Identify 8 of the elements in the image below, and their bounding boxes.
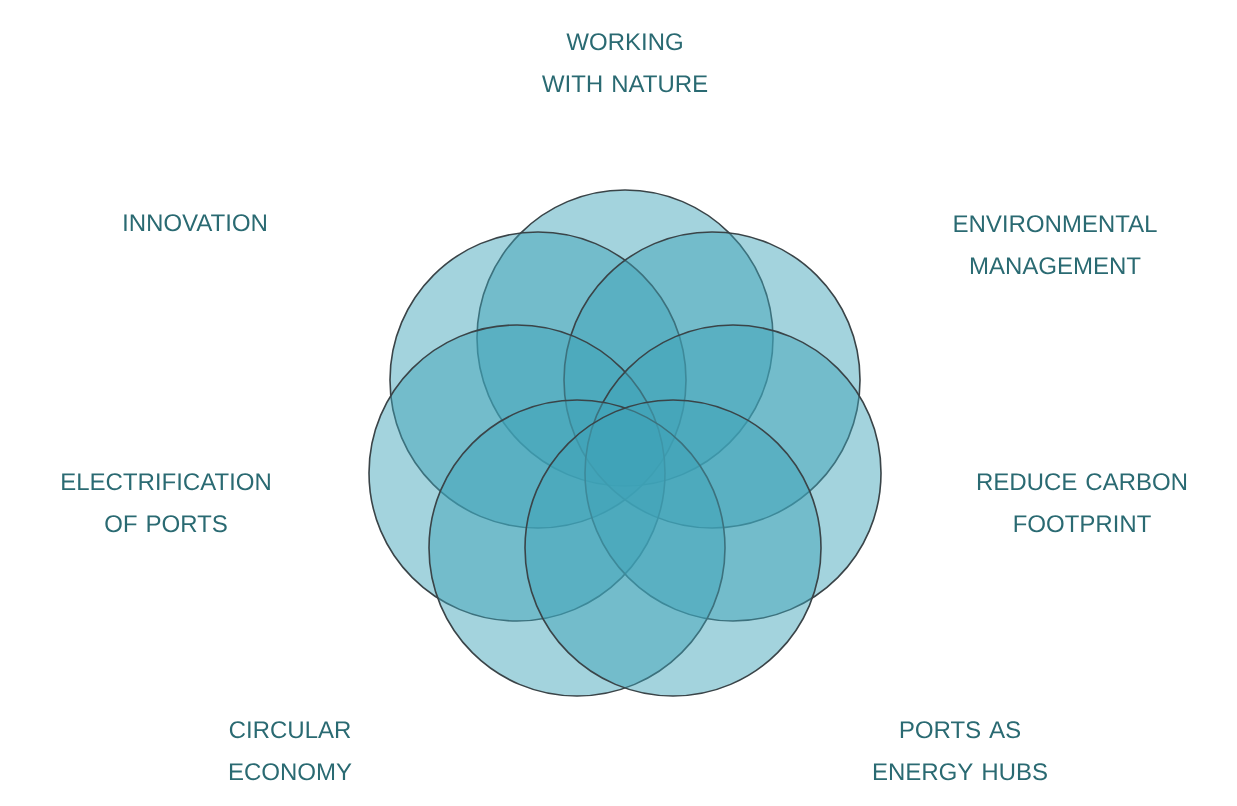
circle-label: WORKING WITH NATURE — [542, 33, 708, 93]
circle-label: CIRCULAR ECONOMY — [229, 721, 352, 781]
circle-label: REDUCE CARBON FOOTPRINT — [978, 473, 1187, 533]
circle-label: ENVIRONMENTAL MANAGEMENT — [954, 215, 1157, 275]
venn-circle — [524, 399, 822, 697]
circle-label: ELECTRIFICATION OF PORTS — [62, 473, 270, 533]
circle-label: INNOVATION — [124, 214, 266, 232]
circle-label: PORTS AS ENERGY HUBS — [873, 721, 1047, 781]
